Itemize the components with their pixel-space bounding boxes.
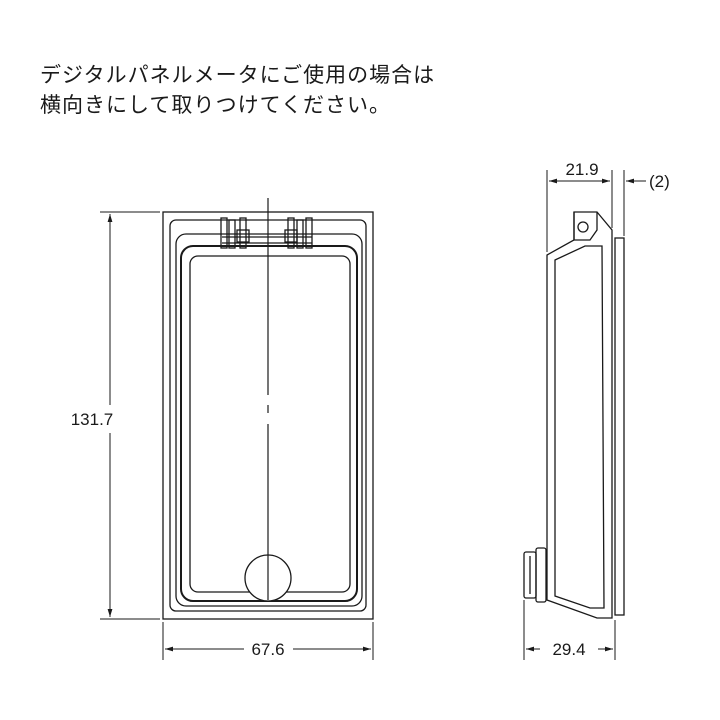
dimension-lines xyxy=(100,170,646,660)
dim-depth-bottom: 29.4 xyxy=(552,640,585,659)
dim-height: 131.7 xyxy=(71,410,114,429)
side-hinge-clip xyxy=(573,212,598,241)
front-view xyxy=(162,198,374,620)
side-mount-plate xyxy=(614,237,625,616)
hinge-right xyxy=(284,217,313,249)
mounting-note-line-2: 横向きにして取りつけてください。 xyxy=(40,93,391,117)
dimension-labels: 131.7 67.6 21.9 (2) 29.4 xyxy=(71,160,670,659)
side-body xyxy=(546,211,613,619)
dim-gap: (2) xyxy=(649,172,670,191)
side-body-inner xyxy=(554,245,605,609)
side-view xyxy=(523,211,625,619)
dim-depth-top: 21.9 xyxy=(565,160,598,179)
dim-width: 67.6 xyxy=(251,640,284,659)
side-knob xyxy=(523,547,547,603)
mounting-note: デジタルパネルメータにご使用の場合は 横向きにして取りつけてください。 xyxy=(40,60,680,120)
side-hinge-pin xyxy=(577,221,589,233)
front-cover-outline xyxy=(180,245,358,602)
mounting-note-line-1: デジタルパネルメータにご使用の場合は xyxy=(40,63,436,87)
front-bezel-inner xyxy=(175,233,363,607)
hinge-left xyxy=(220,217,250,249)
front-window xyxy=(189,255,351,593)
